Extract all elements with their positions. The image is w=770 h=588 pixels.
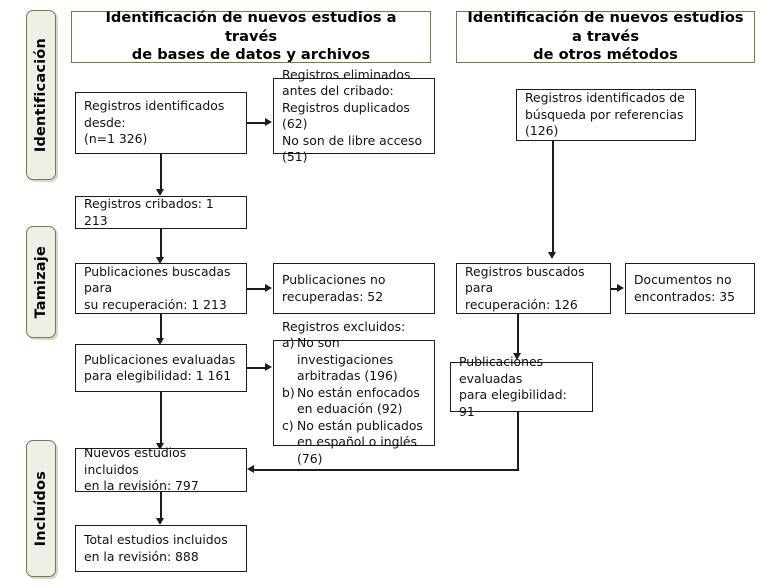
stage-label-identificacion: Identificación — [26, 10, 56, 180]
node-new-studies-included-text: Nuevos estudios incluidos en la revisión… — [84, 445, 199, 494]
connector-identified-other-to-sought-other — [552, 141, 554, 255]
records-excluded-marker-c: c) — [282, 417, 294, 433]
node-publications-assessed-other-text: Publicaciones evaluadas para elegibilida… — [459, 354, 567, 419]
node-records-identified-other: Registros identificados de búsqueda por … — [516, 89, 696, 141]
arrowhead-sought-to-not-retrieved — [265, 284, 272, 292]
connector-new-to-total — [160, 492, 162, 521]
connector-identified-to-screened — [160, 154, 162, 192]
node-records-screened-text: Registros cribados: 1 213 — [84, 196, 214, 228]
node-publications-not-retrieved: Publicaciones no recuperadas: 52 — [273, 263, 435, 314]
connector-screened-to-sought — [160, 229, 162, 260]
node-publications-assessed: Publicaciones evaluadas para elegibilida… — [75, 344, 247, 392]
arrowhead-sought-other-to-not-found — [617, 284, 624, 292]
connector-sought-other-to-not-found — [611, 288, 619, 290]
node-total-studies-included: Total estudios incluidos en la revisión:… — [75, 525, 247, 572]
node-publications-assessed-other: Publicaciones evaluadas para elegibilida… — [450, 354, 593, 419]
header-databases-text: Identificación de nuevos estudios a trav… — [105, 9, 397, 64]
connector-assessed-to-excluded — [247, 367, 265, 369]
node-records-removed: Registros eliminados antes del cribado: … — [273, 67, 435, 164]
records-excluded-text-c: No están publicados en español o inglés … — [297, 417, 423, 466]
records-excluded-item-c: c) No están publicados en español o ingl… — [282, 418, 426, 468]
connector-assessed-to-included — [160, 392, 162, 446]
node-records-excluded: Registros excluidos: a) No son investiga… — [273, 319, 435, 466]
stage-label-incluidos: Incluídos — [26, 440, 56, 577]
arrowhead-assessed-to-excluded — [265, 363, 272, 371]
node-publications-not-retrieved-text: Publicaciones no recuperadas: 52 — [282, 272, 386, 304]
records-excluded-text-b: No están enfocados en eduación (92) — [297, 384, 420, 417]
node-documents-not-found-text: Documentos no encontrados: 35 — [634, 272, 736, 304]
records-excluded-lead: Registros excluidos: — [282, 318, 406, 334]
records-excluded-text-a: No son investigaciones arbitradas (196) — [297, 335, 398, 384]
stage-label-tamizaje: Tamizaje — [26, 226, 56, 338]
arrowhead-new-to-total — [156, 518, 164, 525]
records-excluded-marker-a: a) — [282, 335, 295, 351]
stage-label-incluidos-text: Incluídos — [33, 470, 49, 547]
node-records-identified-other-text: Registros identificados de búsqueda por … — [525, 90, 685, 139]
header-databases: Identificación de nuevos estudios a trav… — [71, 9, 431, 64]
stage-label-identificacion-text: Identificación — [33, 37, 49, 153]
stage-label-tamizaje-text: Tamizaje — [33, 245, 49, 319]
node-records-sought-other-text: Registros buscados para recuperación: 12… — [465, 263, 585, 312]
records-excluded-list: Registros excluidos: a) No son investiga… — [274, 319, 434, 468]
node-publications-assessed-text: Publicaciones evaluadas para elegibilida… — [84, 351, 236, 384]
node-records-sought-other: Registros buscados para recuperación: 12… — [456, 263, 611, 314]
header-other-methods-text: Identificación de nuevos estudios a trav… — [467, 9, 744, 64]
records-excluded-item-b: b) No están enfocados en eduación (92) — [282, 385, 426, 418]
node-total-studies-included-text: Total estudios incluidos en la revisión:… — [84, 532, 228, 564]
header-other-methods: Identificación de nuevos estudios a trav… — [456, 9, 755, 64]
connector-sought-to-assessed — [160, 314, 162, 341]
connector-sought-to-not-retrieved — [247, 288, 265, 290]
arrowhead-identified-other-to-sought-other — [548, 252, 556, 259]
node-publications-sought-text: Publicaciones buscadas para su recuperac… — [84, 263, 231, 312]
connector-assessed-other-elbow-horizontal — [254, 469, 519, 471]
connector-identified-to-removed — [247, 122, 265, 124]
node-records-removed-text: Registros eliminados antes del cribado: … — [282, 66, 423, 165]
records-excluded-marker-b: b) — [282, 384, 295, 400]
arrowhead-assessed-to-included — [156, 443, 164, 450]
node-new-studies-included: Nuevos estudios incluidos en la revisión… — [75, 445, 247, 494]
records-excluded-item-a: a) No son investigaciones arbitradas (19… — [282, 335, 426, 385]
node-publications-sought: Publicaciones buscadas para su recuperac… — [75, 263, 247, 314]
connector-assessed-other-elbow-vertical — [517, 412, 519, 470]
arrowhead-sought-to-assessed — [156, 338, 164, 345]
arrowhead-identified-to-screened — [156, 189, 164, 196]
arrowhead-identified-to-removed — [265, 118, 272, 126]
arrowhead-assessed-other-to-included — [247, 465, 254, 473]
arrowhead-screened-to-sought — [156, 257, 164, 264]
connector-sought-other-to-assessed-other — [517, 314, 519, 356]
node-records-identified-text: Registros identificados desde: (n=1 326) — [84, 98, 225, 147]
node-records-screened: Registros cribados: 1 213 — [75, 196, 247, 229]
arrowhead-sought-other-to-assessed-other — [513, 353, 521, 360]
node-records-identified: Registros identificados desde: (n=1 326) — [75, 92, 247, 154]
node-documents-not-found: Documentos no encontrados: 35 — [625, 263, 755, 314]
